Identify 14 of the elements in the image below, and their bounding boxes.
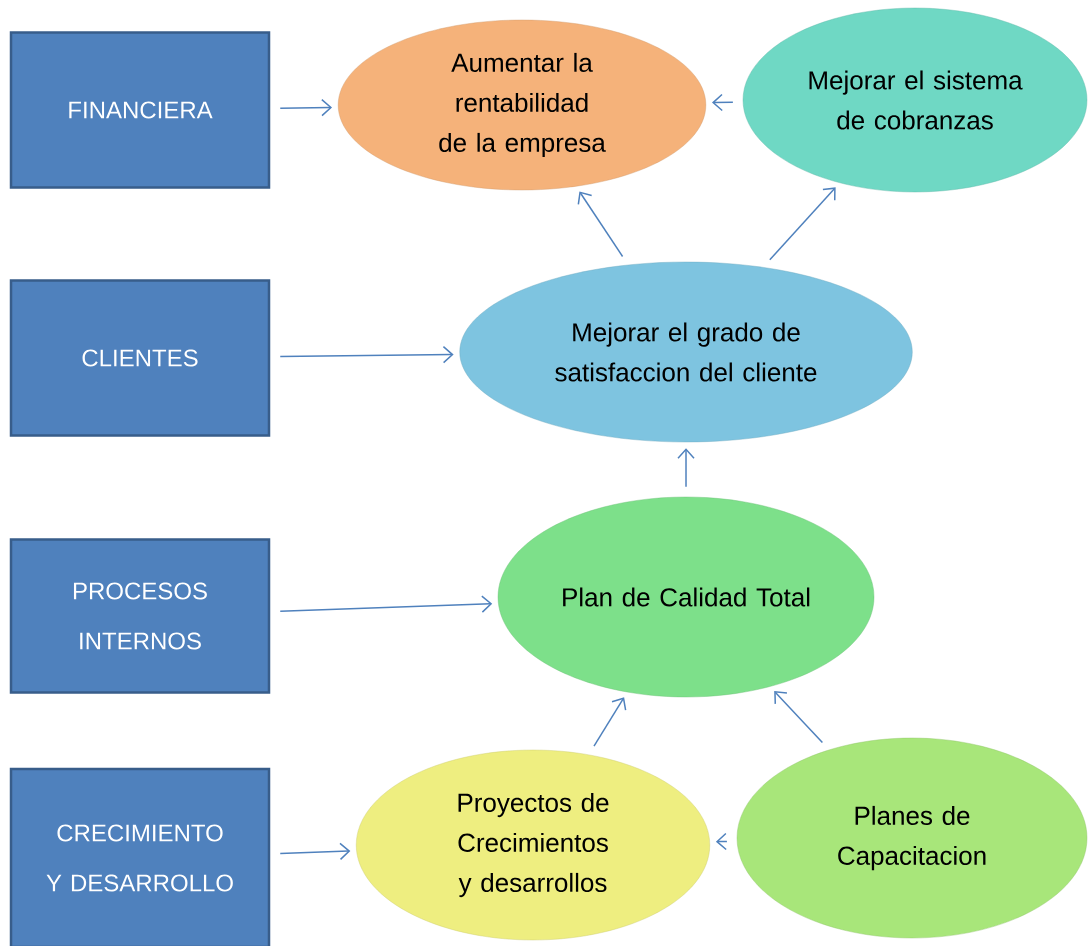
arrow (677, 448, 695, 488)
category-box: FINANCIERA (9, 31, 271, 189)
category-box: CRECIMIENTO Y DESARROLLO (9, 767, 271, 946)
category-box: PROCESOS INTERNOS (9, 538, 271, 694)
arrow (712, 93, 734, 112)
arrow (769, 187, 836, 261)
arrow (593, 697, 627, 747)
category-box: CLIENTES (9, 279, 271, 437)
arrow (279, 98, 333, 117)
arrow (279, 595, 493, 613)
arrow (279, 345, 454, 364)
arrow (774, 691, 824, 744)
arrow (279, 842, 351, 861)
arrow (577, 191, 624, 258)
